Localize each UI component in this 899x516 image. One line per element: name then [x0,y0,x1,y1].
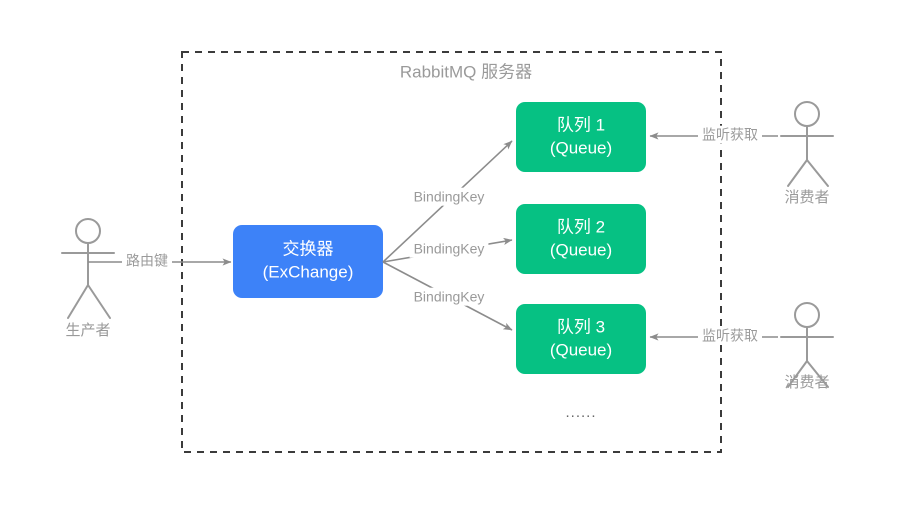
queue-2-label-en: (Queue) [550,240,612,259]
queue-box-1[interactable]: 队列 1 (Queue) [516,102,646,172]
queue-1-label-en: (Queue) [550,138,612,157]
label-backdrop [698,326,762,345]
consumer-label-2: 消费者 [784,374,829,391]
consumer-label-1: 消费者 [784,189,829,206]
label-backdrop [395,61,537,83]
label-backdrop [409,187,489,206]
label-backdrop [409,287,489,306]
label-backdrop [409,239,489,258]
queue-3-label-en: (Queue) [550,340,612,359]
binding-key-label-1: BindingKey [414,189,485,205]
binding-key-label-2: BindingKey [414,241,485,257]
routing-key-label: 路由键 [126,253,168,269]
binding-key-label-3: BindingKey [414,289,485,305]
label-backdrop [122,251,172,270]
exchange-label-cn: 交换器 [283,239,334,258]
rabbitmq-server-boundary [181,51,722,453]
more-queues-ellipsis: ...... [565,404,596,421]
listen-fetch-label-1-text: 监听获取 [702,127,758,143]
label-backdrop [698,125,762,144]
consumer-figure-2 [780,302,834,388]
exchange-label-en: (ExChange) [263,262,354,281]
listen-fetch-label-2: 监听获取 [702,328,758,344]
consumer-figure-1 [780,101,834,187]
exchange-box[interactable]: 交换器 (ExChange) [233,225,383,298]
queue-box-3[interactable]: 队列 3 (Queue) [516,304,646,374]
producer-label: 生产者 [65,322,110,339]
producer-figure [61,218,115,319]
queue-1-label-cn: 队列 1 [557,115,605,134]
rabbitmq-server-title: RabbitMQ 服务器 [400,62,532,81]
queue-3-label-cn: 队列 3 [557,317,605,336]
queue-2-label-cn: 队列 2 [557,217,605,236]
queue-box-2[interactable]: 队列 2 (Queue) [516,204,646,274]
